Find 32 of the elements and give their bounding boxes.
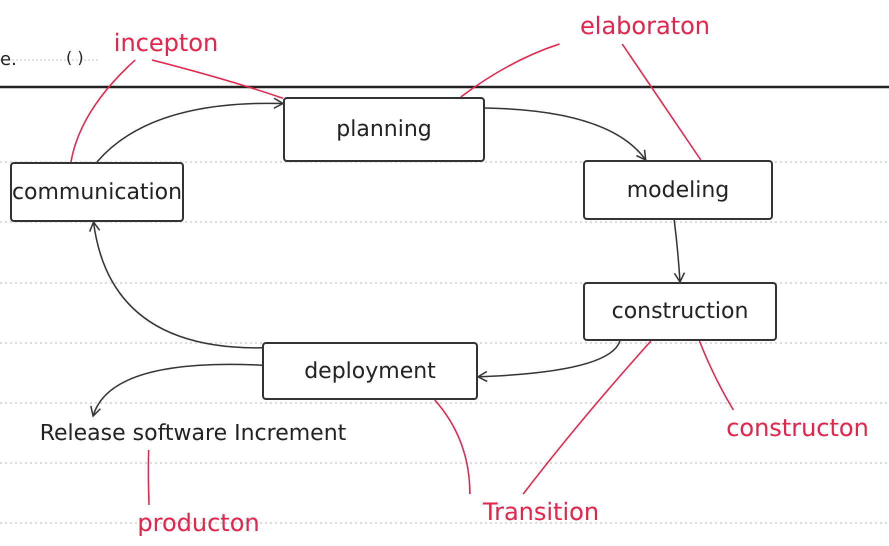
arrow [91,364,262,417]
annotation-text: elaboraton [550,8,740,44]
leader-line [698,340,734,410]
box-label: planning [336,116,432,144]
arrow [96,98,284,163]
leader-line [152,59,284,99]
annotation-text: incepton [96,26,236,60]
process-box [10,162,184,222]
leader-line [70,59,136,162]
box-label: deployment [304,358,436,386]
note-text: e. [0,48,17,72]
leader-line [622,44,702,160]
box-label: construction [612,298,748,326]
process-box [283,97,485,162]
arrow [484,107,646,161]
leader-line [460,43,560,98]
leader-line [148,450,150,506]
arrow [673,220,686,283]
annotation-text: constructon [706,410,889,446]
arrow [89,221,262,349]
note-text: ( ) [66,47,84,69]
arrow [477,340,621,382]
output-text: Release software Increment [8,416,378,450]
box-label: modeling [626,176,730,204]
annotation-text: producton [116,505,281,541]
leader-line [434,400,471,494]
process-box [583,282,777,341]
leader-line [522,340,652,494]
process-box [262,342,478,400]
box-label: communication [12,178,182,206]
process-box [583,160,773,220]
annotation-text: Transition [452,494,630,530]
